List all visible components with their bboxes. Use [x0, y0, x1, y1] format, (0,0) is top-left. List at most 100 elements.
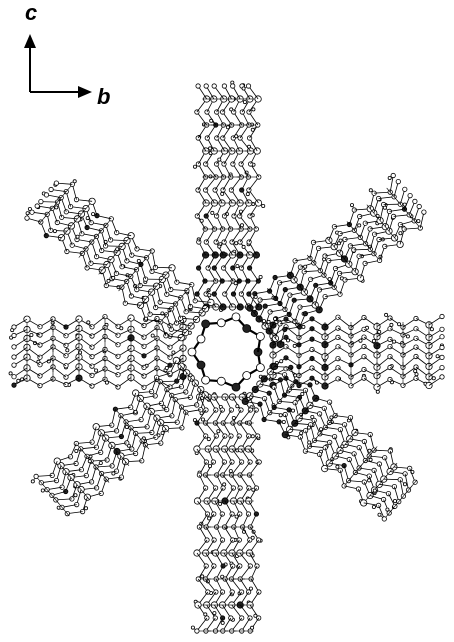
- atom: [251, 107, 256, 112]
- atom: [192, 164, 197, 169]
- atom: [210, 210, 215, 215]
- atom: [309, 336, 315, 342]
- bond: [299, 271, 305, 288]
- bond: [428, 367, 443, 378]
- bond: [205, 176, 217, 191]
- atom: [196, 334, 206, 344]
- atom: [241, 86, 246, 91]
- atom: [24, 215, 30, 221]
- atom: [11, 362, 17, 368]
- bond: [180, 317, 197, 320]
- atom: [91, 212, 96, 217]
- atom: [395, 179, 401, 185]
- atom: [281, 419, 286, 424]
- bond: [393, 181, 399, 197]
- bond: [36, 475, 53, 477]
- bond: [324, 358, 339, 368]
- bond: [223, 267, 234, 282]
- atom: [356, 444, 362, 451]
- atom: [218, 501, 223, 506]
- atom: [416, 203, 422, 210]
- atom: [104, 380, 109, 385]
- atom: [242, 371, 252, 380]
- bond: [151, 250, 156, 268]
- bond: [155, 307, 172, 310]
- atom: [429, 327, 434, 332]
- bond: [131, 433, 137, 450]
- bond: [76, 441, 93, 444]
- atom: [337, 426, 343, 433]
- bond: [248, 111, 259, 126]
- atom: [30, 479, 35, 484]
- bond: [205, 617, 216, 632]
- bond: [324, 316, 339, 328]
- bond: [130, 426, 148, 429]
- atom: [217, 244, 222, 249]
- bond: [419, 212, 425, 229]
- bond: [197, 500, 208, 515]
- atom: [75, 234, 80, 239]
- atom: [439, 364, 445, 371]
- atom: [387, 336, 393, 342]
- bond: [285, 357, 300, 367]
- atom: [65, 348, 70, 353]
- bond: [264, 378, 281, 381]
- atom: [27, 206, 32, 211]
- bond: [52, 366, 67, 378]
- bond: [374, 191, 391, 194]
- atom: [421, 209, 427, 215]
- bond: [298, 328, 313, 338]
- bond: [121, 287, 126, 304]
- atom: [143, 316, 148, 321]
- bond: [383, 478, 401, 481]
- atom: [228, 469, 233, 474]
- bond: [156, 347, 171, 358]
- atom: [299, 431, 304, 436]
- atom: [347, 414, 354, 421]
- bond: [213, 293, 224, 308]
- atom: [11, 344, 17, 350]
- bond: [231, 176, 242, 191]
- atom: [94, 368, 99, 373]
- bond: [239, 137, 251, 152]
- bond: [239, 565, 251, 580]
- bond: [116, 415, 122, 432]
- atom: [376, 461, 382, 467]
- bond: [404, 227, 421, 230]
- atom: [307, 276, 314, 282]
- bond: [222, 461, 233, 476]
- atom: [439, 354, 445, 360]
- atom: [397, 222, 403, 228]
- atom: [216, 376, 226, 386]
- bond: [146, 411, 152, 427]
- atom: [241, 244, 246, 249]
- bond: [169, 347, 184, 358]
- atom: [234, 241, 239, 246]
- bond: [169, 326, 184, 337]
- atom: [11, 354, 17, 360]
- atom: [381, 516, 387, 522]
- atom: [307, 382, 313, 388]
- atom: [103, 243, 109, 249]
- bond: [91, 336, 106, 348]
- atom: [241, 397, 249, 405]
- atom: [164, 365, 169, 370]
- atom: [439, 344, 445, 351]
- bond: [239, 409, 251, 424]
- bond: [196, 389, 202, 406]
- atom: [402, 186, 408, 192]
- bond: [289, 429, 306, 432]
- atom: [402, 482, 407, 487]
- bond: [384, 211, 390, 227]
- bond: [76, 199, 93, 202]
- atom: [86, 320, 91, 325]
- bond: [91, 316, 106, 328]
- bond: [231, 189, 241, 204]
- atom: [412, 198, 418, 204]
- atom: [242, 100, 247, 105]
- bond: [324, 367, 339, 378]
- atom: [306, 425, 311, 430]
- atom: [216, 429, 221, 434]
- atom: [29, 332, 34, 337]
